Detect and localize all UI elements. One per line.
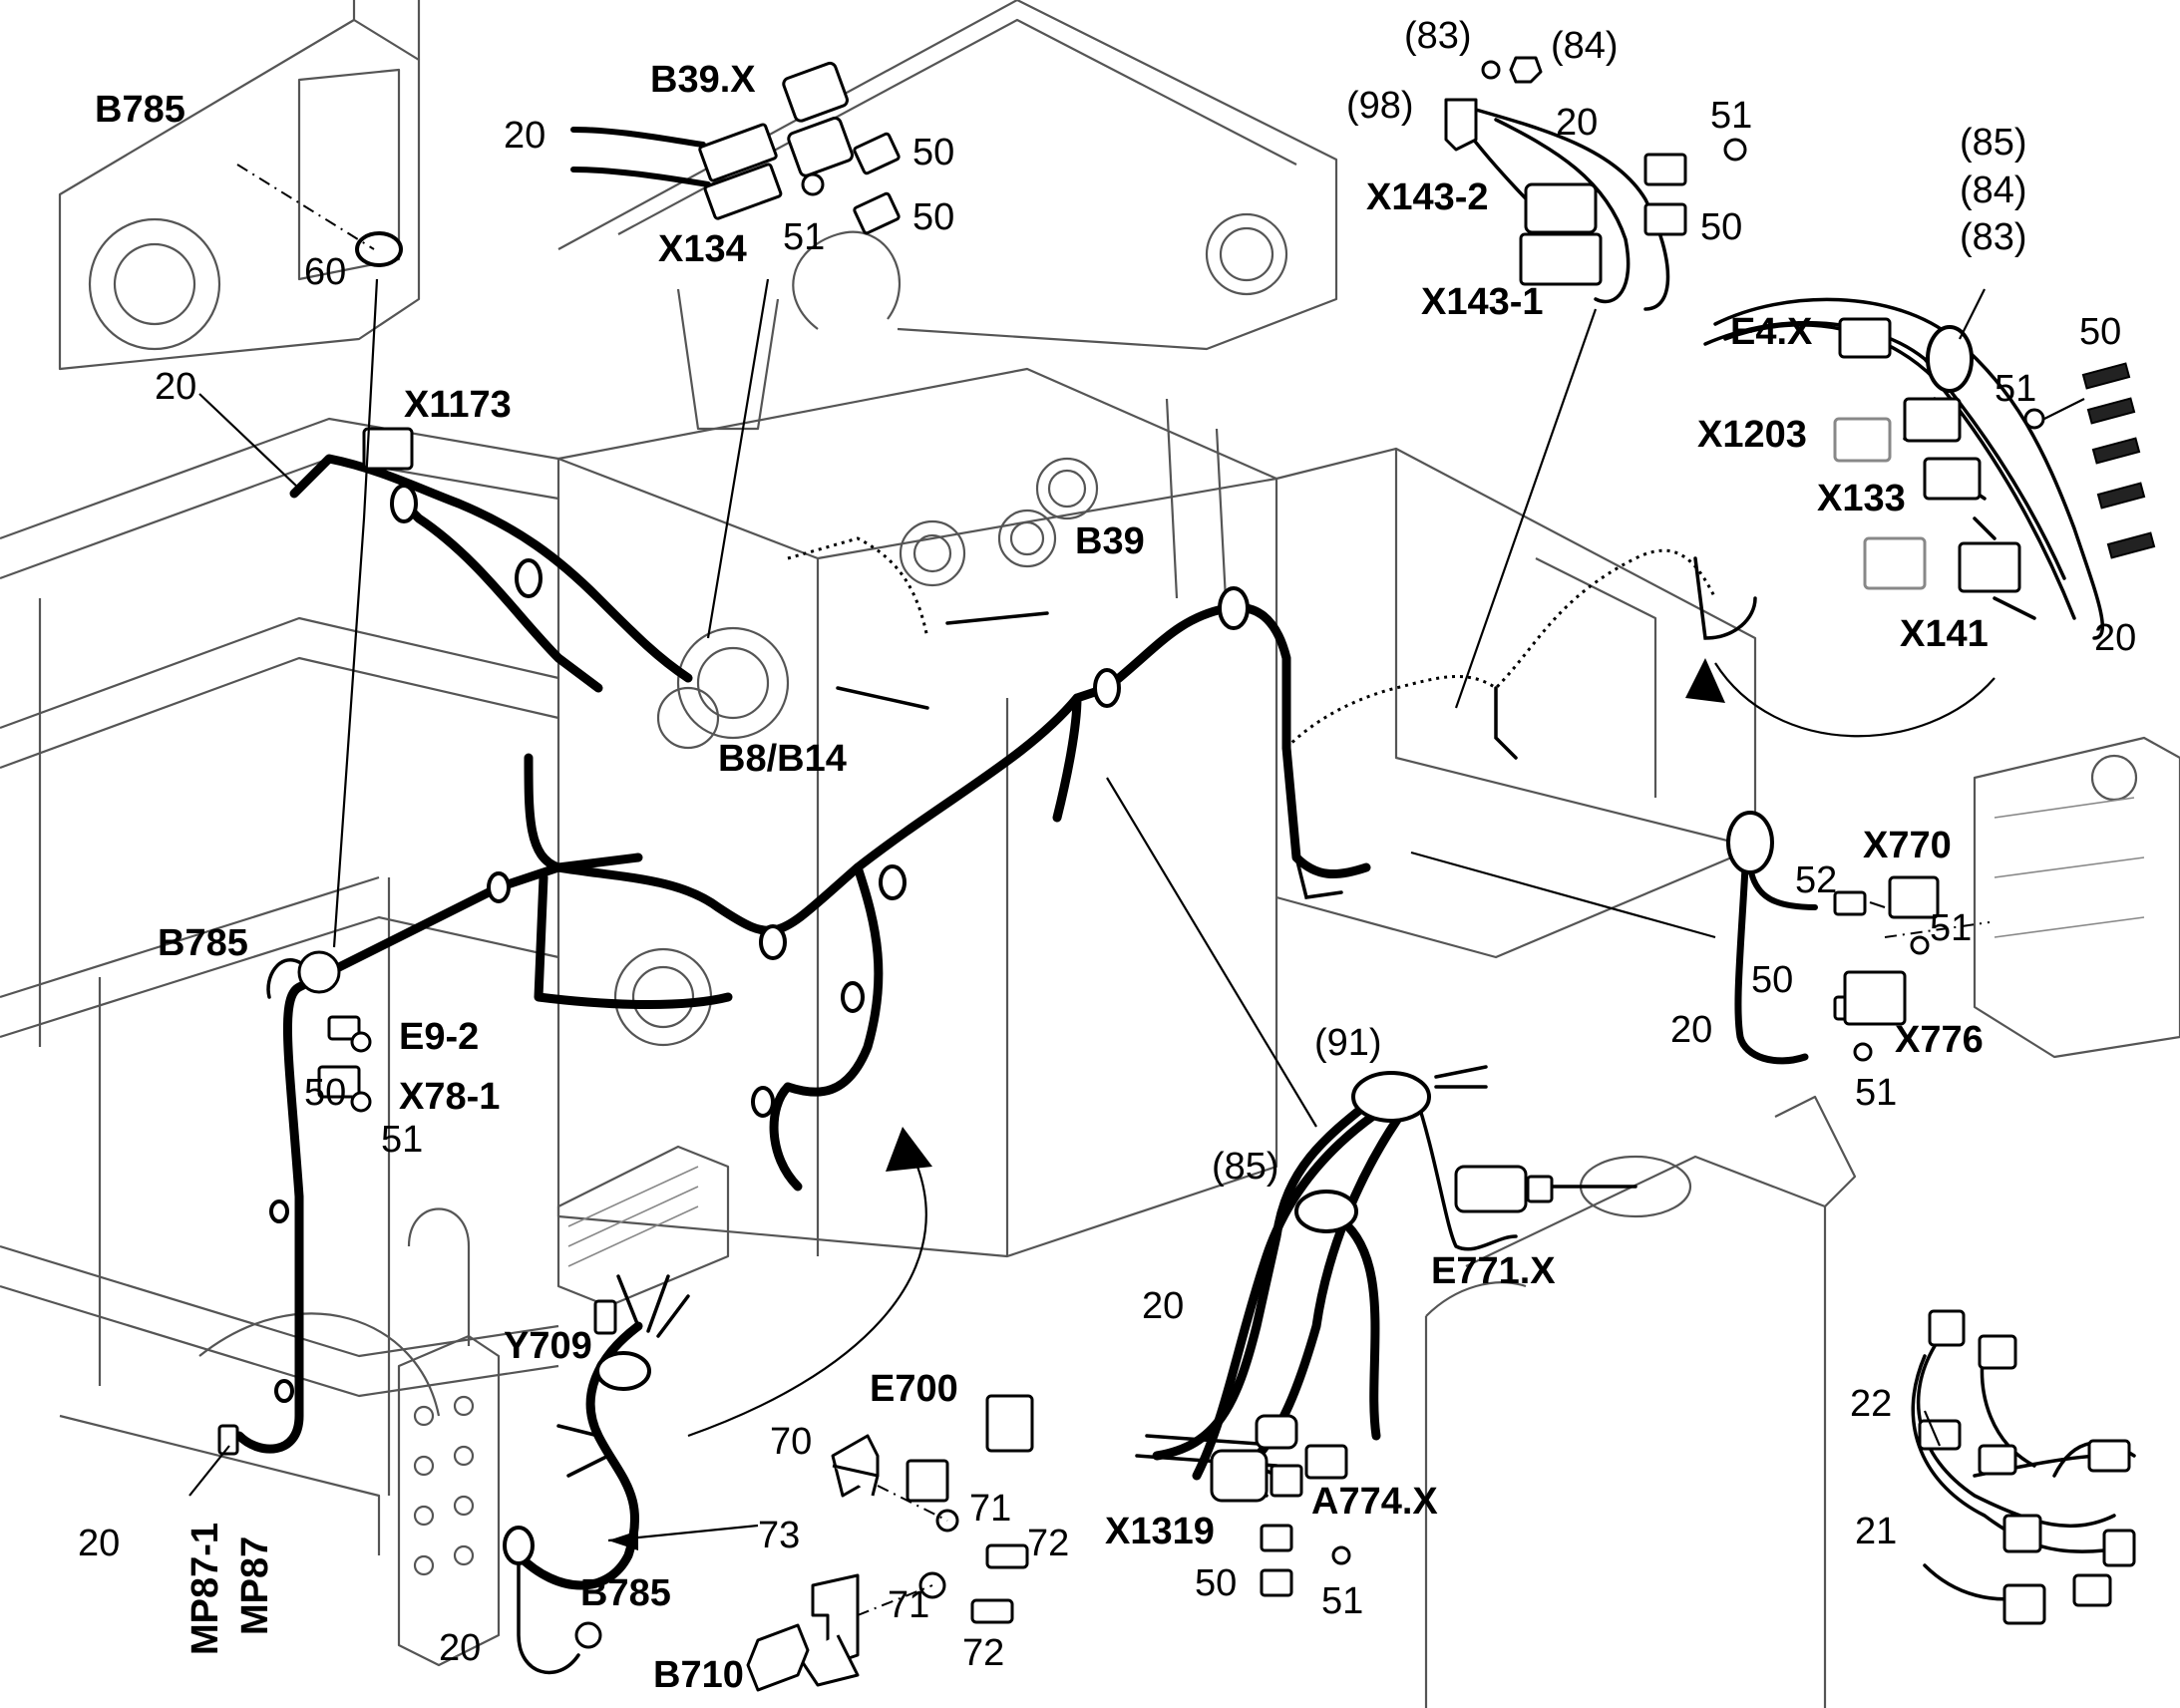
label-50-e: 50 (1751, 959, 1793, 1001)
label-84-b: (84) (1960, 170, 2027, 211)
label-98: (98) (1346, 85, 1414, 127)
label-72-b: 72 (962, 1632, 1004, 1674)
label-20-d: 20 (2094, 617, 2136, 659)
valve-sub-harness (514, 1127, 932, 1675)
label-b39: B39 (1075, 520, 1145, 562)
label-73: 73 (758, 1515, 800, 1556)
label-51-a: 51 (783, 216, 825, 258)
label-mp87: MP87 (234, 1537, 276, 1635)
label-83-b: (83) (1960, 216, 2027, 258)
label-x78-1: X78-1 (399, 1076, 500, 1118)
label-x134: X134 (658, 228, 747, 270)
label-e9-2: E9-2 (399, 1016, 479, 1058)
label-50-a: 50 (912, 132, 954, 173)
label-20-h: 20 (78, 1523, 120, 1564)
label-20-b: 20 (155, 366, 196, 408)
label-a774x: A774.X (1311, 1481, 1438, 1523)
label-85-a: (85) (1960, 122, 2027, 164)
thin-harness-right (787, 536, 1757, 760)
label-51-e: 51 (1855, 1072, 1897, 1114)
label-52: 52 (1795, 859, 1837, 901)
label-50-g: 50 (1195, 1562, 1237, 1604)
label-91: (91) (1314, 1022, 1382, 1064)
label-85-b: (85) (1212, 1146, 1279, 1188)
label-x143-1: X143-1 (1421, 281, 1544, 323)
label-x141: X141 (1900, 613, 1989, 655)
label-50-f: 50 (304, 1072, 346, 1114)
label-20-g: 20 (439, 1627, 481, 1669)
label-51-d: 51 (1930, 907, 1972, 949)
part-labels: B785 B39.X 20 50 50 51 X134 60 20 X1173 … (78, 15, 2136, 1696)
label-x1203: X1203 (1697, 414, 1807, 456)
label-21: 21 (1855, 1511, 1897, 1552)
label-e771x: E771.X (1431, 1250, 1556, 1292)
label-51-g: 51 (1321, 1580, 1363, 1622)
label-x1173: X1173 (404, 384, 512, 426)
label-y709: Y709 (504, 1325, 592, 1367)
label-51-c: 51 (1995, 368, 2036, 410)
b39x-wires (570, 127, 711, 187)
label-x133: X133 (1817, 478, 1906, 519)
label-b785-top: B785 (95, 89, 185, 131)
label-60: 60 (304, 251, 346, 293)
connectors (217, 56, 2156, 1692)
label-b710: B710 (653, 1654, 744, 1696)
label-x776: X776 (1895, 1019, 1984, 1061)
label-e700: E700 (870, 1368, 958, 1410)
label-20-f: 20 (1142, 1285, 1184, 1327)
label-51-b: 51 (1710, 95, 1752, 137)
label-b8-b14: B8/B14 (718, 738, 847, 780)
x770-harness (1734, 863, 1818, 1065)
small-harness-21-22 (1911, 1344, 2136, 1601)
label-22: 22 (1850, 1383, 1892, 1425)
leader-lines (188, 164, 2085, 1616)
label-71-b: 71 (888, 1584, 929, 1626)
label-83-a: (83) (1404, 15, 1472, 57)
label-72-a: 72 (1027, 1523, 1069, 1564)
label-50-c: 50 (1700, 206, 1742, 248)
label-84-a: (84) (1551, 25, 1619, 67)
label-20-e: 20 (1670, 1009, 1712, 1051)
label-b785-bottom: B785 (580, 1572, 671, 1614)
label-e4x: E4.X (1730, 311, 1813, 353)
label-51-f: 51 (381, 1119, 423, 1161)
label-50-b: 50 (912, 196, 954, 238)
label-x143-2: X143-2 (1366, 176, 1489, 218)
label-x1319: X1319 (1105, 1511, 1215, 1552)
label-20-c: 20 (1556, 102, 1598, 144)
label-50-d: 50 (2079, 311, 2121, 353)
label-x770: X770 (1863, 825, 1952, 866)
label-b785-left: B785 (158, 922, 248, 964)
label-20-a: 20 (504, 115, 545, 157)
label-b39x: B39.X (650, 59, 756, 101)
main-wiring-harness (234, 454, 1371, 1454)
label-71-a: 71 (969, 1488, 1011, 1530)
label-70: 70 (770, 1421, 812, 1463)
label-mp87-1: MP87-1 (184, 1523, 226, 1655)
e771-harness (1135, 1065, 1637, 1498)
